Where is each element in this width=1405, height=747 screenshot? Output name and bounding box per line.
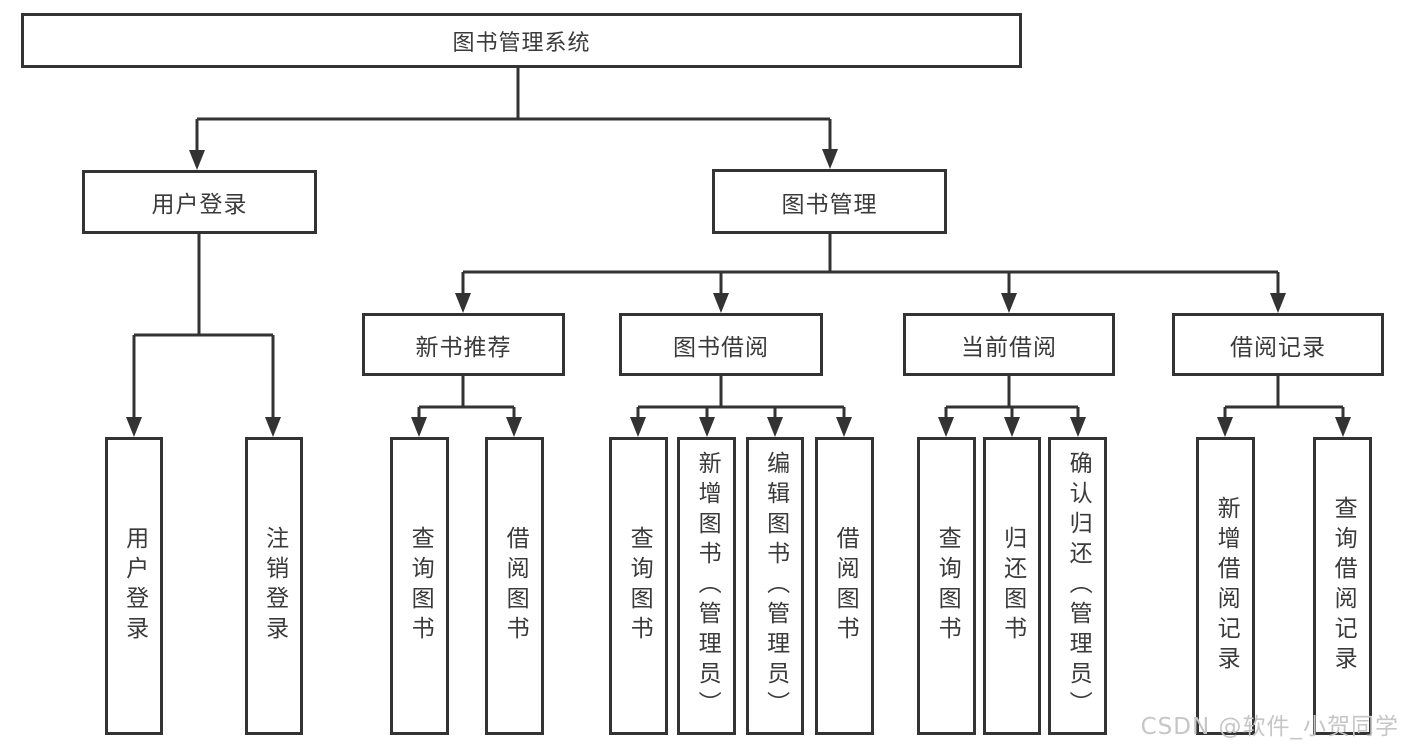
- leaf-cb-query-books: 查询图书: [917, 437, 976, 735]
- connector-current-borrow-branch: [944, 376, 1080, 420]
- connector-borrow-records-branch: [1223, 376, 1345, 420]
- leaf-nb-borrow-books-label: 借阅图书: [502, 526, 529, 646]
- node-book-borrow-label: 图书借阅: [673, 334, 769, 361]
- leaf-nb-borrow-books: 借阅图书: [485, 437, 544, 735]
- leaf-bb-borrow-books-label: 借阅图书: [832, 526, 859, 646]
- connector-new-book-branch: [417, 376, 516, 420]
- leaf-cb-confirm-return-label: 确认归还（管理员）: [1065, 451, 1092, 721]
- connector-book-management-branch: [461, 234, 1280, 296]
- leaf-cb-query-books-label: 查询图书: [934, 526, 961, 646]
- node-borrow-records-label: 借阅记录: [1230, 334, 1326, 361]
- leaf-bb-edit-books-label: 编辑图书（管理员）: [762, 451, 789, 721]
- leaf-cb-return-books: 归还图书: [983, 437, 1041, 735]
- node-current-borrow: 当前借阅: [903, 313, 1115, 376]
- arrowheads: [126, 149, 1351, 437]
- leaf-user-login-label: 用户登录: [121, 526, 148, 646]
- leaf-logout-label: 注销登录: [261, 526, 288, 646]
- leaf-nb-query-books-label: 查询图书: [407, 526, 434, 646]
- leaf-bb-edit-books: 编辑图书（管理员）: [746, 437, 804, 735]
- leaf-br-query-record: 查询借阅记录: [1313, 437, 1372, 735]
- leaf-bb-add-books: 新增图书（管理员）: [677, 437, 736, 735]
- leaf-cb-confirm-return: 确认归还（管理员）: [1048, 437, 1107, 735]
- leaf-user-login: 用户登录: [105, 437, 163, 735]
- node-new-book-recommend: 新书推荐: [362, 313, 565, 376]
- node-root-label: 图书管理系统: [452, 30, 591, 56]
- node-borrow-records: 借阅记录: [1172, 313, 1384, 376]
- leaf-br-query-record-label: 查询借阅记录: [1330, 496, 1357, 676]
- leaf-nb-query-books: 查询图书: [390, 437, 449, 735]
- leaf-bb-query-books-label: 查询图书: [626, 526, 653, 646]
- connector-root-branch: [195, 68, 832, 153]
- connector-user-login-branch: [132, 234, 275, 420]
- node-book-management-label: 图书管理: [781, 191, 878, 218]
- node-current-borrow-label: 当前借阅: [961, 334, 1057, 361]
- leaf-br-add-record: 新增借阅记录: [1196, 437, 1255, 735]
- leaf-br-add-record-label: 新增借阅记录: [1213, 496, 1240, 676]
- node-book-management: 图书管理: [712, 169, 947, 234]
- leaf-logout: 注销登录: [245, 437, 303, 735]
- node-root: 图书管理系统: [21, 13, 1022, 68]
- leaf-bb-query-books: 查询图书: [609, 437, 668, 735]
- leaf-bb-borrow-books: 借阅图书: [815, 437, 874, 735]
- node-user-login: 用户登录: [82, 170, 317, 234]
- leaf-bb-add-books-label: 新增图书（管理员）: [694, 451, 721, 721]
- node-new-book-recommend-label: 新书推荐: [415, 334, 512, 361]
- connector-book-borrow-branch: [636, 376, 846, 420]
- leaf-cb-return-books-label: 归还图书: [999, 526, 1026, 646]
- node-user-login-label: 用户登录: [151, 192, 248, 218]
- node-book-borrow: 图书借阅: [619, 313, 823, 376]
